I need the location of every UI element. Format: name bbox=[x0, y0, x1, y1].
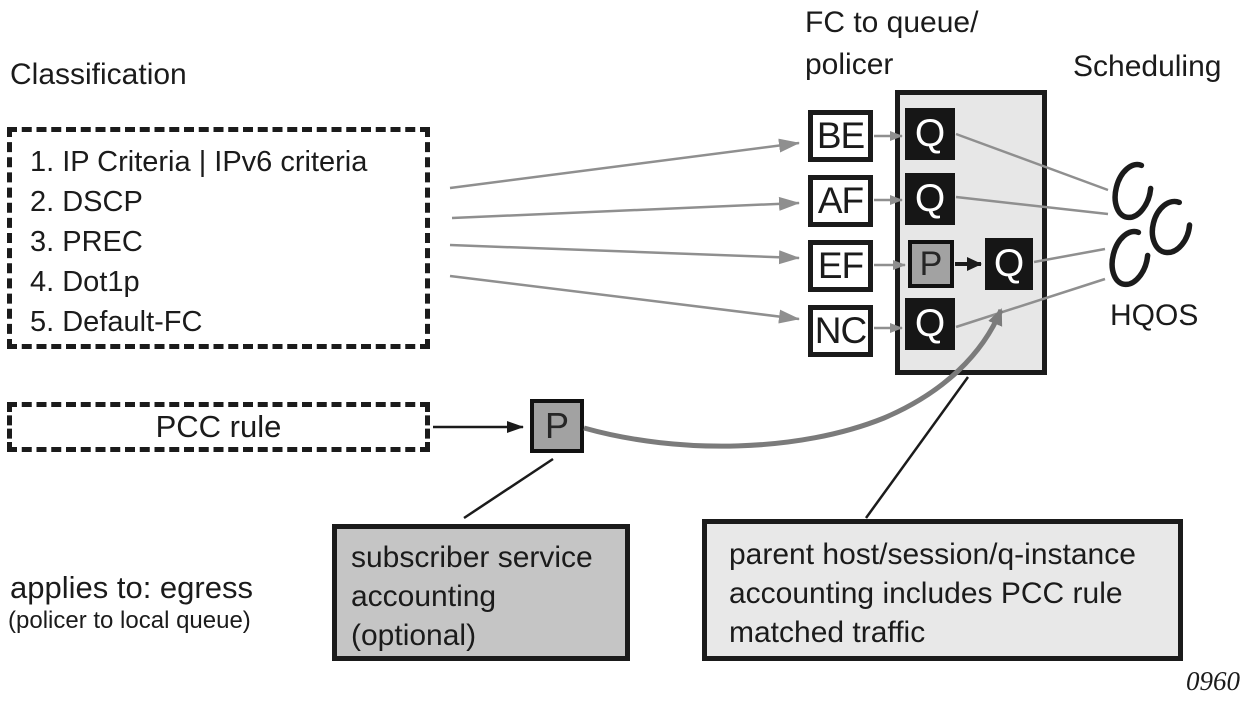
subscriber-callout-line3: (optional) bbox=[351, 619, 477, 652]
hqos-label: HQOS bbox=[1110, 299, 1199, 332]
applies-to-label: applies to: egress bbox=[10, 570, 253, 605]
fc-box-be: BE bbox=[808, 110, 873, 162]
scheduler-icon bbox=[1112, 161, 1154, 221]
pcc-policer-box: P bbox=[530, 399, 584, 453]
fc-to-queue-label: FC to queue/policer bbox=[805, 2, 978, 86]
classification-arrow-ef bbox=[449, 243, 800, 265]
fc-box-af: AF bbox=[808, 175, 873, 227]
parent-callout-line3: matched traffic bbox=[729, 616, 926, 649]
subscriber-callout-pointer-line bbox=[463, 457, 554, 520]
classification-arrow-nc bbox=[449, 274, 800, 324]
applies-to-note: (policer to local queue) bbox=[8, 607, 251, 634]
classification-item-1: 1. IP Criteria | IPv6 criteria bbox=[30, 146, 368, 178]
fc-to-queue-line2: policer bbox=[805, 48, 894, 81]
queue-box-be: Q bbox=[905, 108, 955, 160]
classification-list-box: 1. IP Criteria | IPv6 criteria 2. DSCP 3… bbox=[7, 127, 430, 349]
parent-accounting-callout: parent host/session/q-instance accountin… bbox=[702, 519, 1183, 661]
classification-item-2: 2. DSCP bbox=[30, 186, 143, 218]
classification-arrow-af bbox=[451, 196, 800, 220]
scheduler-icon bbox=[1149, 198, 1193, 256]
queue-box-ef: Q bbox=[985, 238, 1033, 290]
subscriber-accounting-callout: subscriber service accounting (optional) bbox=[332, 524, 630, 661]
classification-item-5: 5. Default-FC bbox=[30, 306, 203, 338]
scheduling-label: Scheduling bbox=[1073, 50, 1222, 83]
classification-item-4: 4. Dot1p bbox=[30, 266, 140, 298]
queue-box-af: Q bbox=[905, 173, 955, 225]
classification-item-3: 3. PREC bbox=[30, 226, 143, 258]
parent-callout-pointer-line bbox=[864, 376, 970, 519]
queue-box-nc: Q bbox=[905, 298, 955, 350]
figure-number: 0960 bbox=[1186, 666, 1240, 696]
subscriber-callout-line2: accounting bbox=[351, 580, 497, 613]
subscriber-callout-line1: subscriber service bbox=[351, 541, 593, 574]
fc-box-nc: NC bbox=[808, 305, 873, 357]
scheduler-icon bbox=[1109, 228, 1151, 288]
fc-box-ef: EF bbox=[808, 240, 873, 292]
policer-box-ef: P bbox=[908, 240, 954, 288]
classification-label: Classification bbox=[10, 58, 187, 91]
parent-callout-line1: parent host/session/q-instance bbox=[729, 538, 1136, 571]
fc-to-queue-line1: FC to queue/ bbox=[805, 6, 979, 39]
pcc-rule-box: PCC rule bbox=[7, 402, 430, 452]
classification-arrow-be bbox=[449, 138, 800, 190]
parent-callout-line2: accounting includes PCC rule bbox=[729, 577, 1123, 610]
